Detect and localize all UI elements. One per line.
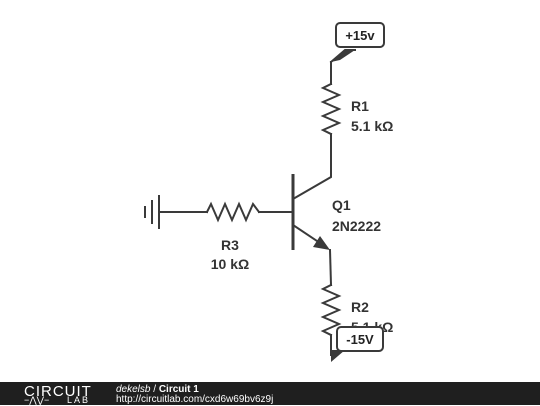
circuitlab-logo-lab: LAB <box>67 395 91 405</box>
circuit-url[interactable]: http://circuitlab.com/cxd6w69bv6z9j <box>116 394 274 405</box>
circuitlab-logo-text[interactable]: CIRCUIT <box>24 383 92 400</box>
ground-icon <box>144 195 160 229</box>
r2-ref-label: R2 <box>351 299 369 315</box>
q1-ref-label: Q1 <box>332 197 351 213</box>
q1-value-label: 2N2222 <box>332 218 381 234</box>
positive-rail-box[interactable] <box>335 22 385 48</box>
positive-rail-label: +15v <box>345 28 375 43</box>
r3-ref-label: R3 <box>221 237 239 253</box>
transistor-q1-emitter-arrow <box>313 236 330 250</box>
circuitlab-logo-icon: −⋀⋁− <box>24 395 50 405</box>
transistor-q1-emitter <box>291 223 322 245</box>
r1-ref-label: R1 <box>351 98 369 114</box>
negative-rail-label: -15V <box>346 332 374 347</box>
author-link[interactable]: dekelsb <box>116 384 151 395</box>
schematic-diagram: +15v R1 5.1 kΩ Q1 2N2222 R3 10 kΩ R2 5.1… <box>144 22 393 362</box>
circuit-meta: dekelsb / Circuit 1 <box>116 384 199 395</box>
footer-bar: CIRCUIT −⋀⋁− LAB dekelsb / Circuit 1 htt… <box>0 382 540 405</box>
wire-r1-collector <box>291 133 332 201</box>
r1-value-label: 5.1 kΩ <box>351 118 393 134</box>
negative-rail-box[interactable] <box>336 326 384 352</box>
circuit-title[interactable]: Circuit 1 <box>158 384 199 395</box>
resistor-r3[interactable] <box>205 201 261 223</box>
resistor-r1[interactable] <box>320 82 342 136</box>
meta-separator: / <box>150 384 159 395</box>
resistor-r2[interactable] <box>320 283 342 337</box>
r3-value-label: 10 kΩ <box>211 256 249 272</box>
positive-rail-flag-fill <box>331 50 355 62</box>
negative-rail-flag <box>331 350 345 362</box>
wire-emitter-r2 <box>328 248 333 287</box>
